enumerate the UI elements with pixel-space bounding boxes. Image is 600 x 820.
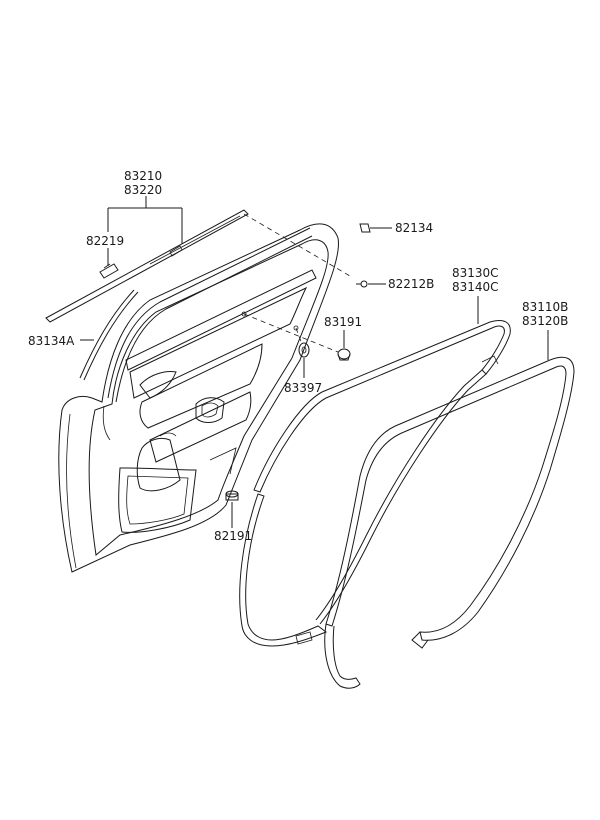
label-83191: 83191 (324, 315, 362, 329)
label-83210: 83210 (124, 169, 162, 183)
label-83120B: 83120B (522, 314, 568, 328)
label-82134: 82134 (395, 221, 433, 235)
label-83134A: 83134A (28, 334, 75, 348)
grommet-83397 (298, 342, 310, 358)
label-83140C: 83140C (452, 280, 499, 294)
weatherstrip-83130C (239, 320, 511, 647)
clip-82134 (359, 223, 371, 233)
label-83397: 83397 (284, 381, 322, 395)
plug-83191 (337, 348, 351, 361)
label-82219: 82219 (86, 234, 124, 248)
weatherstrip-83110B (324, 356, 575, 689)
screw-82212B (356, 280, 368, 288)
label-83220: 83220 (124, 183, 162, 197)
label-82191: 82191 (214, 529, 252, 543)
label-83110B: 83110B (522, 300, 568, 314)
leader-lines (80, 196, 549, 528)
clip-82219 (99, 263, 119, 279)
door-trim-panel (58, 223, 340, 573)
part-labels: 83210 83220 82219 82134 82212B 83130C 83… (28, 169, 568, 543)
label-82212B: 82212B (388, 277, 434, 291)
weatherstrip-83134A (79, 289, 139, 381)
fastener-82191 (225, 490, 239, 501)
window-channel-strip (45, 209, 249, 323)
label-83130C: 83130C (452, 266, 499, 280)
